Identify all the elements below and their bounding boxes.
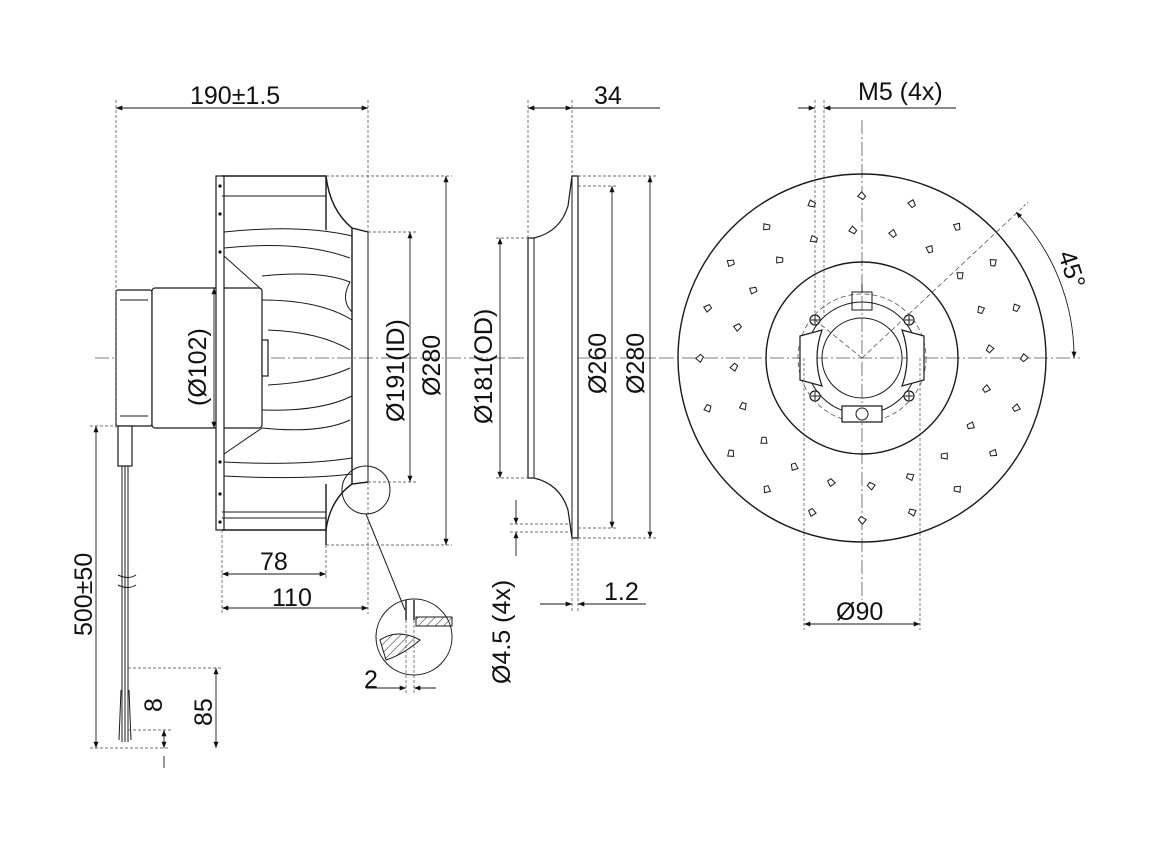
front-dimensions [798, 100, 1077, 630]
blade-tip [703, 304, 713, 313]
blade-tip [907, 508, 917, 517]
label-hole-dia: Ø4.5 (4x) [488, 580, 516, 684]
blade-tip [977, 305, 986, 315]
blade-tip [857, 190, 867, 201]
cable [117, 425, 137, 742]
label-ring-od: Ø181(OD) [470, 309, 498, 424]
blade-tip [981, 384, 992, 393]
blade-tip [808, 507, 817, 517]
ring-dimensions [496, 100, 660, 612]
blade-tip [776, 256, 784, 264]
blade-tip [703, 403, 712, 413]
blade-tip [940, 452, 948, 460]
blade-tip [727, 449, 735, 457]
label-inlet-id: Ø191(ID) [382, 319, 410, 422]
label-impeller-dia: Ø280 [418, 335, 446, 396]
label-strip-85: 85 [190, 698, 218, 726]
blade-tip [1019, 353, 1030, 363]
label-detail-2: 2 [364, 666, 378, 694]
blade-tip [809, 234, 819, 243]
blade-tip [989, 448, 998, 457]
impeller-side [215, 175, 369, 545]
front-view [660, 120, 1080, 600]
label-bolt-circle: Ø90 [836, 598, 883, 626]
blade-tip [857, 515, 867, 526]
dimension-labels: 190±1.5 78 110 (Ø102) Ø191(ID) Ø280 500±… [70, 78, 1091, 726]
label-motor-dia: (Ø102) [184, 328, 212, 406]
label-ring-280: Ø280 [622, 333, 650, 394]
blade-tips [694, 190, 1030, 526]
blade-tip [694, 353, 705, 363]
blade-tip [1012, 303, 1021, 313]
blade-tip [749, 286, 758, 295]
blade-tip [848, 225, 858, 235]
detail-view [375, 598, 453, 676]
blade-tip [729, 362, 739, 372]
label-overall-length: 190±1.5 [190, 82, 280, 110]
blade-tip [985, 344, 995, 354]
blade-tip [726, 259, 735, 268]
label-angle: 45° [1052, 247, 1090, 292]
label-sheet-thickness: 1.2 [604, 578, 639, 606]
label-thread: M5 (4x) [858, 78, 943, 106]
motor-body [115, 287, 269, 429]
side-dimensions [90, 100, 452, 768]
blade-tip [953, 485, 961, 493]
label-ring-depth: 34 [594, 82, 622, 110]
blade-tip [827, 477, 836, 488]
blade-tip [760, 436, 768, 444]
blade-tip [966, 421, 975, 430]
side-view [95, 175, 520, 742]
label-ring-260: Ø260 [584, 333, 612, 394]
blade-tip [732, 323, 743, 332]
blade-tip [807, 199, 817, 208]
blade-tip [905, 473, 915, 482]
blade-tip [790, 462, 799, 471]
blade-tip [989, 259, 997, 267]
blade-tip [738, 401, 747, 411]
blade-tip [925, 245, 934, 254]
blade-tip [1011, 403, 1021, 412]
blade-tip [956, 272, 964, 280]
blade-tip [763, 223, 771, 231]
blade-tip [907, 199, 916, 209]
blade-tip [888, 228, 897, 239]
label-strip-8: 8 [140, 698, 168, 712]
label-width-110: 110 [272, 584, 312, 612]
label-width-78: 78 [260, 548, 288, 576]
label-cable-length: 500±50 [70, 553, 98, 636]
blade-tip [763, 485, 772, 494]
blade-tip [866, 481, 876, 491]
blade-tip [952, 222, 961, 231]
